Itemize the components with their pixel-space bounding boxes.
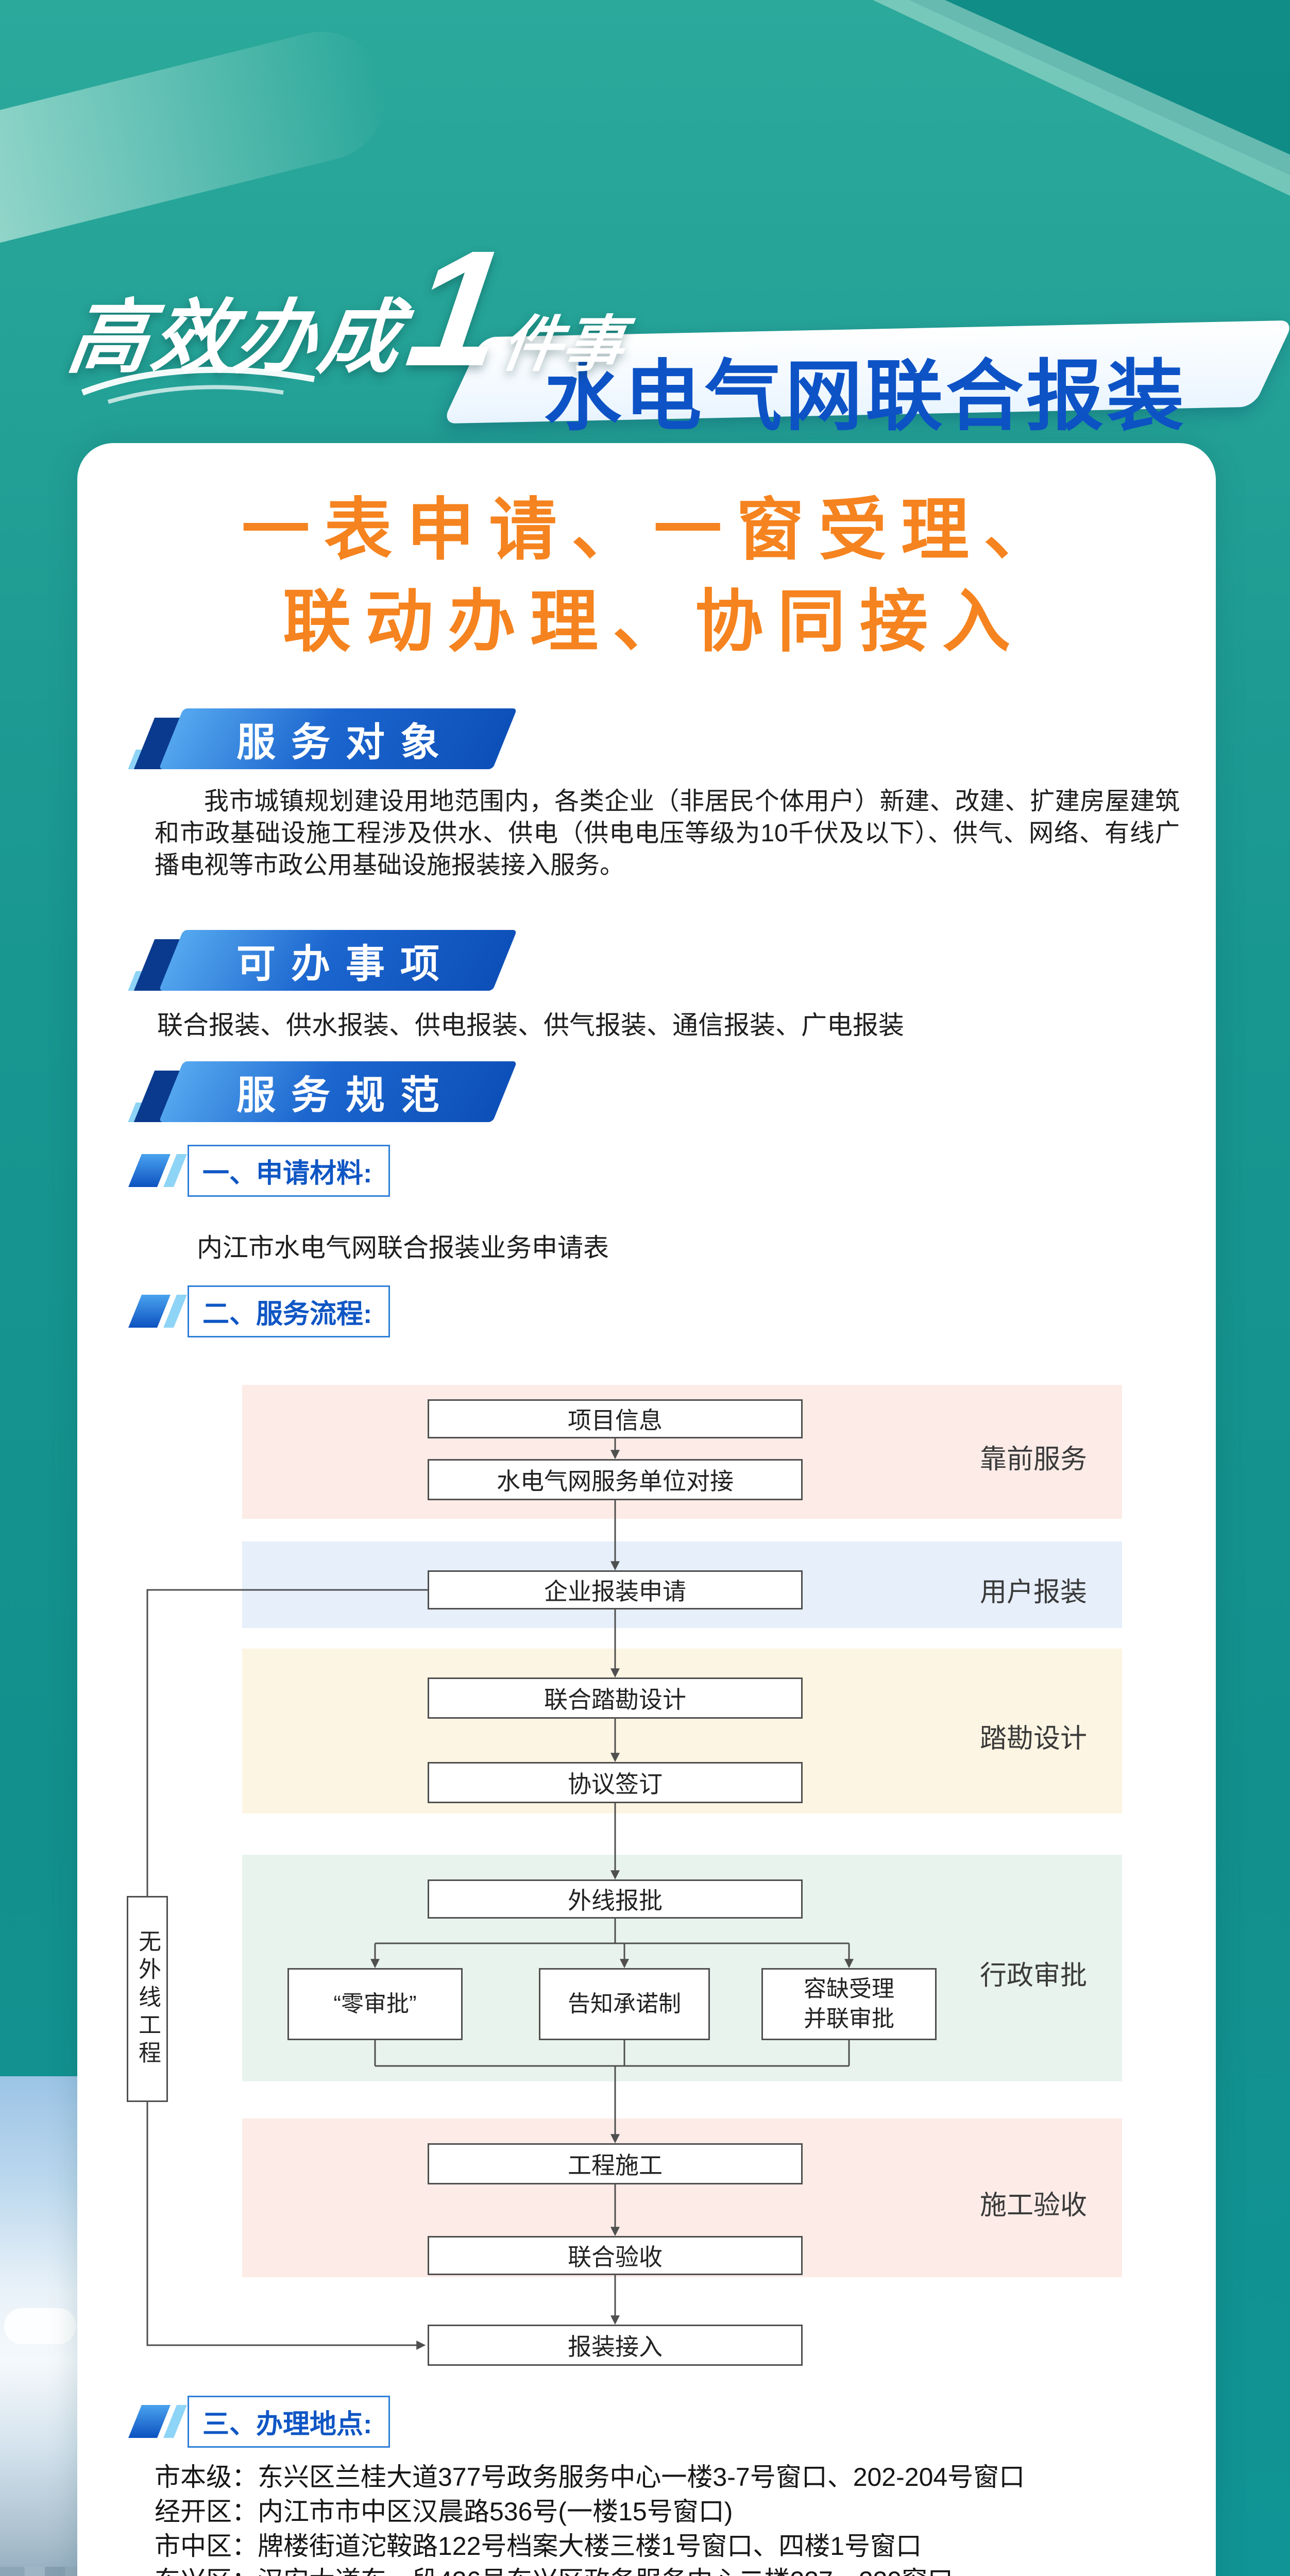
section-ribbon-service-standard: 服务规范	[128, 1061, 536, 1122]
flow-node-external-line-approval: 外线报批	[428, 1879, 803, 1919]
sublabel-service-process: 二、服务流程:	[128, 1285, 391, 1337]
flow-branch-tolerant-parallel-approval: 容缺受理 并联审批	[761, 1968, 937, 2040]
flow-stage-label-front-service: 靠前服务	[979, 1445, 1087, 1475]
section-ribbon-service-target: 服务对象	[128, 708, 536, 769]
location-label: 市本级：	[155, 2463, 258, 2492]
flow-node-utility-unit-connect: 水电气网服务单位对接	[428, 1459, 803, 1500]
content-card: 一表申请、一窗受理、 联动办理、协同接入 服务对象 我市城镇规划建设用地范围内，…	[77, 443, 1216, 2576]
sublabel-locations: 三、办理地点:	[128, 2395, 391, 2448]
location-row: 经开区：内江市市中区汉晨路536号(一楼15号窗口)	[155, 2495, 1190, 2529]
flow-stage-label-user-install: 用户报装	[979, 1578, 1087, 1607]
location-row: 市中区：牌楼街道沱鞍路122号档案大楼三楼1号窗口、四楼1号窗口	[155, 2529, 1190, 2564]
headline-line2: 联动办理、协同接入	[283, 584, 1025, 659]
section-title-service-standard: 服务规范	[236, 1074, 455, 1117]
flow-stage-label-survey-design: 踏勘设计	[979, 1724, 1087, 1754]
flow-node-agreement-signing: 协议签订	[428, 1762, 803, 1803]
flow-node-installation-access: 报装接入	[428, 2325, 803, 2366]
sublabel-locations-text: 三、办理地点:	[188, 2395, 391, 2448]
location-address: 汉安大道东一段436号东兴区政务服务中心二楼237、239窗口	[258, 2566, 953, 2576]
application-materials-body: 内江市水电气网联合报装业务申请表	[197, 1233, 609, 1262]
location-row: 东兴区：汉安大道东一段436号东兴区政务服务中心二楼237、239窗口	[155, 2564, 1190, 2576]
header: 水电气网联合报装 高效办成1件事	[0, 0, 1290, 464]
city-photo-background	[0, 2076, 81, 2576]
flow-node-no-external-line: 无外线工程	[127, 1896, 168, 2102]
sublabel-application-materials-text: 一、申请材料:	[188, 1144, 391, 1197]
available-items-list: 联合报装、供水报装、供电报装、供气报装、通信报装、广电报装	[157, 1011, 904, 1040]
location-label: 东兴区：	[155, 2566, 258, 2576]
sublabel-accent	[128, 1154, 171, 1187]
location-address: 内江市市中区汉晨路536号(一楼15号窗口)	[258, 2497, 733, 2526]
flow-node-joint-acceptance: 联合验收	[428, 2236, 803, 2275]
section-title-available-items: 可办事项	[236, 942, 455, 986]
section-ribbon-available-items: 可办事项	[128, 930, 536, 991]
sublabel-application-materials: 一、申请材料:	[128, 1144, 391, 1197]
flow-stage-label-admin-approval: 行政审批	[979, 1961, 1087, 1991]
top-right-corner-decoration	[873, 0, 1290, 196]
sublabel-accent	[128, 1295, 171, 1328]
location-address: 东兴区兰桂大道377号政务服务中心一楼3-7号窗口、202-204号窗口	[258, 2463, 1025, 2492]
location-label: 经开区：	[155, 2497, 258, 2526]
flow-node-enterprise-application: 企业报装申请	[428, 1570, 803, 1609]
flow-branch-zero-approval: “零审批”	[287, 1968, 463, 2040]
sublabel-service-process-text: 二、服务流程:	[188, 1285, 391, 1337]
section-title-service-target: 服务对象	[236, 721, 455, 765]
flow-stage-label-construction-acceptance: 施工验收	[979, 2191, 1087, 2221]
slogan-logo-suffix: 件事	[497, 311, 629, 379]
flow-branch-notification-commitment: 告知承诺制	[539, 1968, 710, 2040]
main-title: 水电气网联合报装	[544, 353, 1187, 439]
location-address: 牌楼街道沱鞍路122号档案大楼三楼1号窗口、四楼1号窗口	[258, 2532, 922, 2561]
location-row: 市本级：东兴区兰桂大道377号政务服务中心一楼3-7号窗口、202-204号窗口	[155, 2460, 1190, 2495]
logo-swoosh-decoration	[81, 366, 315, 404]
location-label: 市中区：	[155, 2532, 258, 2561]
locations-list: 市本级：东兴区兰桂大道377号政务服务中心一楼3-7号窗口、202-204号窗口…	[155, 2460, 1190, 2576]
flow-node-project-info: 项目信息	[428, 1399, 803, 1438]
headline-line1: 一表申请、一窗受理、	[242, 492, 1066, 568]
flow-node-joint-survey-design: 联合踏勘设计	[428, 1677, 803, 1719]
service-target-body: 我市城镇规划建设用地范围内，各类企业（非居民个体用户）新建、改建、扩建房屋建筑和…	[155, 788, 1180, 879]
sublabel-accent	[128, 2405, 171, 2438]
flow-node-construction: 工程施工	[428, 2143, 803, 2184]
